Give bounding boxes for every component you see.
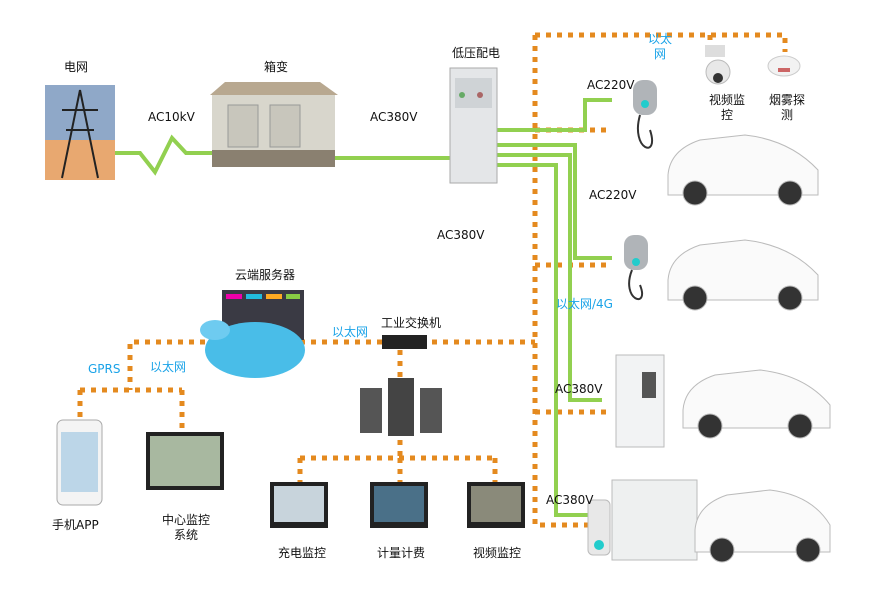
smoke-detector-image [767, 55, 801, 77]
switch-image [382, 335, 427, 349]
billing-monitor-image [370, 482, 428, 528]
phone-image [56, 419, 103, 506]
car-1-image [667, 134, 819, 206]
label-gprs: GPRS [88, 362, 121, 376]
label-video-monitor: 视频监控 [473, 546, 522, 560]
label-ac380-c3: AC380V [555, 382, 603, 396]
car-3-image [682, 369, 831, 439]
charge-monitor-image [270, 482, 328, 528]
ac-charger-2-image [624, 235, 648, 301]
car-4-image [694, 489, 831, 563]
dc-charger-2-image [587, 479, 698, 561]
label-app: 手机APP [52, 518, 99, 532]
label-ac380-main: AC380V [370, 110, 418, 124]
label-eth-cloud: 以太网 [332, 325, 369, 339]
computer-tower-image [360, 378, 442, 436]
label-eth4g: 以太网/4G [556, 297, 613, 311]
network-lines [77, 32, 788, 528]
dc-charger-1-image [615, 354, 665, 448]
label-smoke: 烟雾探测 [768, 93, 805, 122]
video-monitor-image [467, 482, 525, 528]
label-transformer: 箱变 [264, 60, 289, 74]
label-ethernet-top: 以太网 [648, 32, 673, 61]
center-monitor-image [146, 432, 224, 490]
label-video-cam: 视频监控 [708, 93, 745, 122]
car-2-image [667, 239, 819, 311]
label-switch: 工业交换机 [381, 316, 442, 330]
cloud-server-image [200, 290, 305, 378]
label-billing: 计量计费 [377, 546, 426, 560]
camera-image [705, 45, 731, 85]
transformer-box-image [210, 82, 338, 167]
ac-charger-1-image [633, 80, 657, 149]
label-ac380-mid: AC380V [437, 228, 485, 242]
label-low-voltage: 低压配电 [452, 46, 501, 60]
grid-tower-image [45, 85, 115, 180]
label-grid: 电网 [64, 60, 89, 74]
label-eth-left: 以太网 [150, 360, 187, 374]
label-charge-monitor: 充电监控 [278, 546, 327, 560]
label-ac220-top: AC220V [587, 78, 635, 92]
label-cloud: 云端服务器 [235, 268, 296, 282]
low-voltage-cabinet-image [449, 67, 498, 184]
label-ac220-mid: AC220V [589, 188, 637, 202]
cars [667, 134, 831, 563]
power-lines [115, 98, 612, 517]
label-ac10kv: AC10kV [148, 110, 195, 124]
label-center: 中心监控系统 [161, 513, 210, 542]
label-ac380-c4: AC380V [546, 493, 594, 507]
